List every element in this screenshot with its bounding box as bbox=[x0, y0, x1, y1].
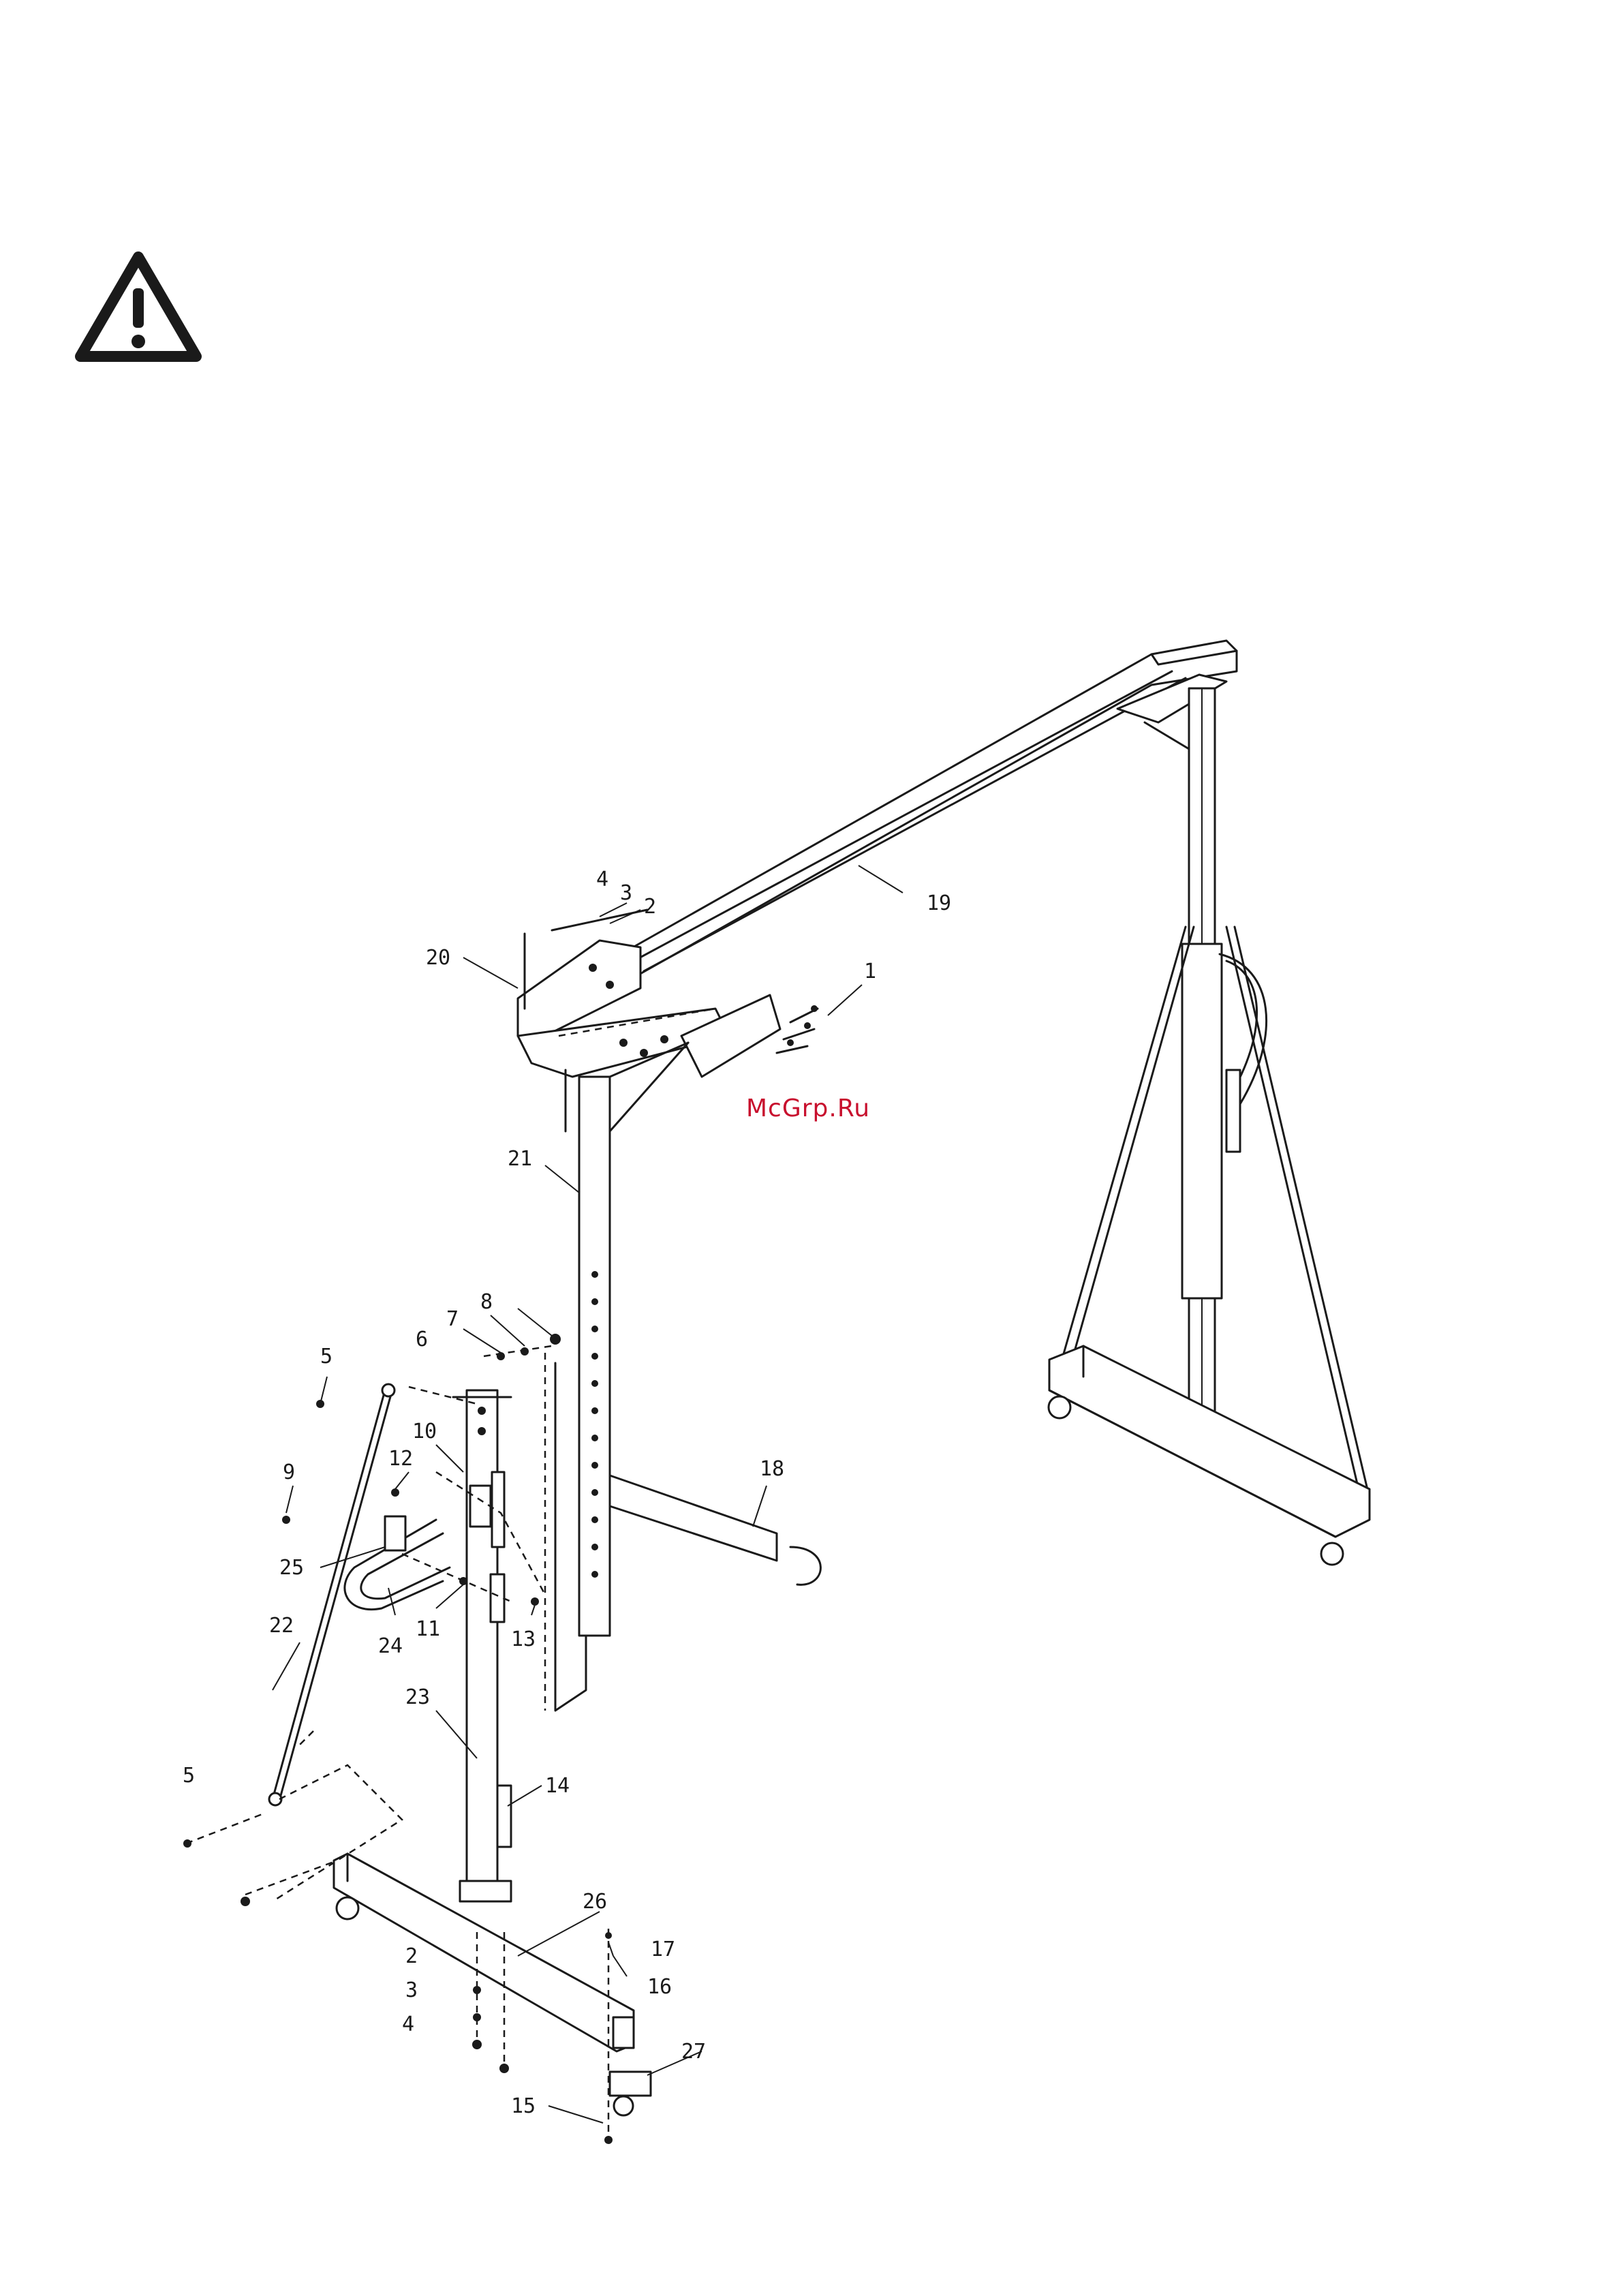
callout-21: 21 bbox=[508, 1147, 532, 1171]
watermark: McGrp.Ru bbox=[746, 1095, 870, 1122]
callout-14: 14 bbox=[545, 1774, 570, 1798]
callout-13: 13 bbox=[511, 1627, 536, 1651]
callout-20: 20 bbox=[426, 946, 450, 970]
callout-3: 3 bbox=[620, 881, 632, 905]
u-handle bbox=[345, 1516, 450, 1610]
callout-2: 2 bbox=[644, 895, 656, 919]
callout-26: 26 bbox=[583, 1890, 607, 1914]
callout-4: 4 bbox=[402, 2012, 414, 2036]
callout-10: 10 bbox=[412, 1420, 437, 1443]
callout-9: 9 bbox=[283, 1460, 295, 1484]
assembly-lines bbox=[186, 1009, 715, 2140]
callout-19: 19 bbox=[927, 891, 951, 915]
callout-4: 4 bbox=[596, 868, 608, 891]
callout-1: 1 bbox=[864, 960, 876, 983]
callout-27: 27 bbox=[681, 2040, 706, 2064]
callout-5: 5 bbox=[183, 1764, 195, 1788]
left-upright-lower bbox=[453, 1390, 511, 1901]
callout-3: 3 bbox=[405, 1978, 418, 2002]
top-beam bbox=[627, 641, 1237, 981]
hook-arm bbox=[610, 1475, 820, 1585]
left-upright-upper bbox=[555, 1043, 688, 1711]
callout-7: 7 bbox=[446, 1307, 459, 1331]
callout-22: 22 bbox=[269, 1614, 294, 1638]
callout-2: 2 bbox=[405, 1944, 418, 1968]
callout-12: 12 bbox=[388, 1447, 413, 1471]
callout-15: 15 bbox=[511, 2094, 536, 2118]
callout-5: 5 bbox=[320, 1345, 333, 1368]
callout-24: 24 bbox=[378, 1634, 403, 1658]
callout-6: 6 bbox=[416, 1328, 428, 1351]
callout-11: 11 bbox=[416, 1617, 440, 1641]
brace-rod bbox=[269, 1384, 395, 1805]
callout-18: 18 bbox=[760, 1457, 784, 1481]
callout-23: 23 bbox=[405, 1685, 430, 1709]
callout-25: 25 bbox=[279, 1556, 304, 1580]
callout-8: 8 bbox=[480, 1290, 493, 1314]
callout-16: 16 bbox=[647, 1975, 672, 1999]
callout-17: 17 bbox=[651, 1938, 675, 1961]
